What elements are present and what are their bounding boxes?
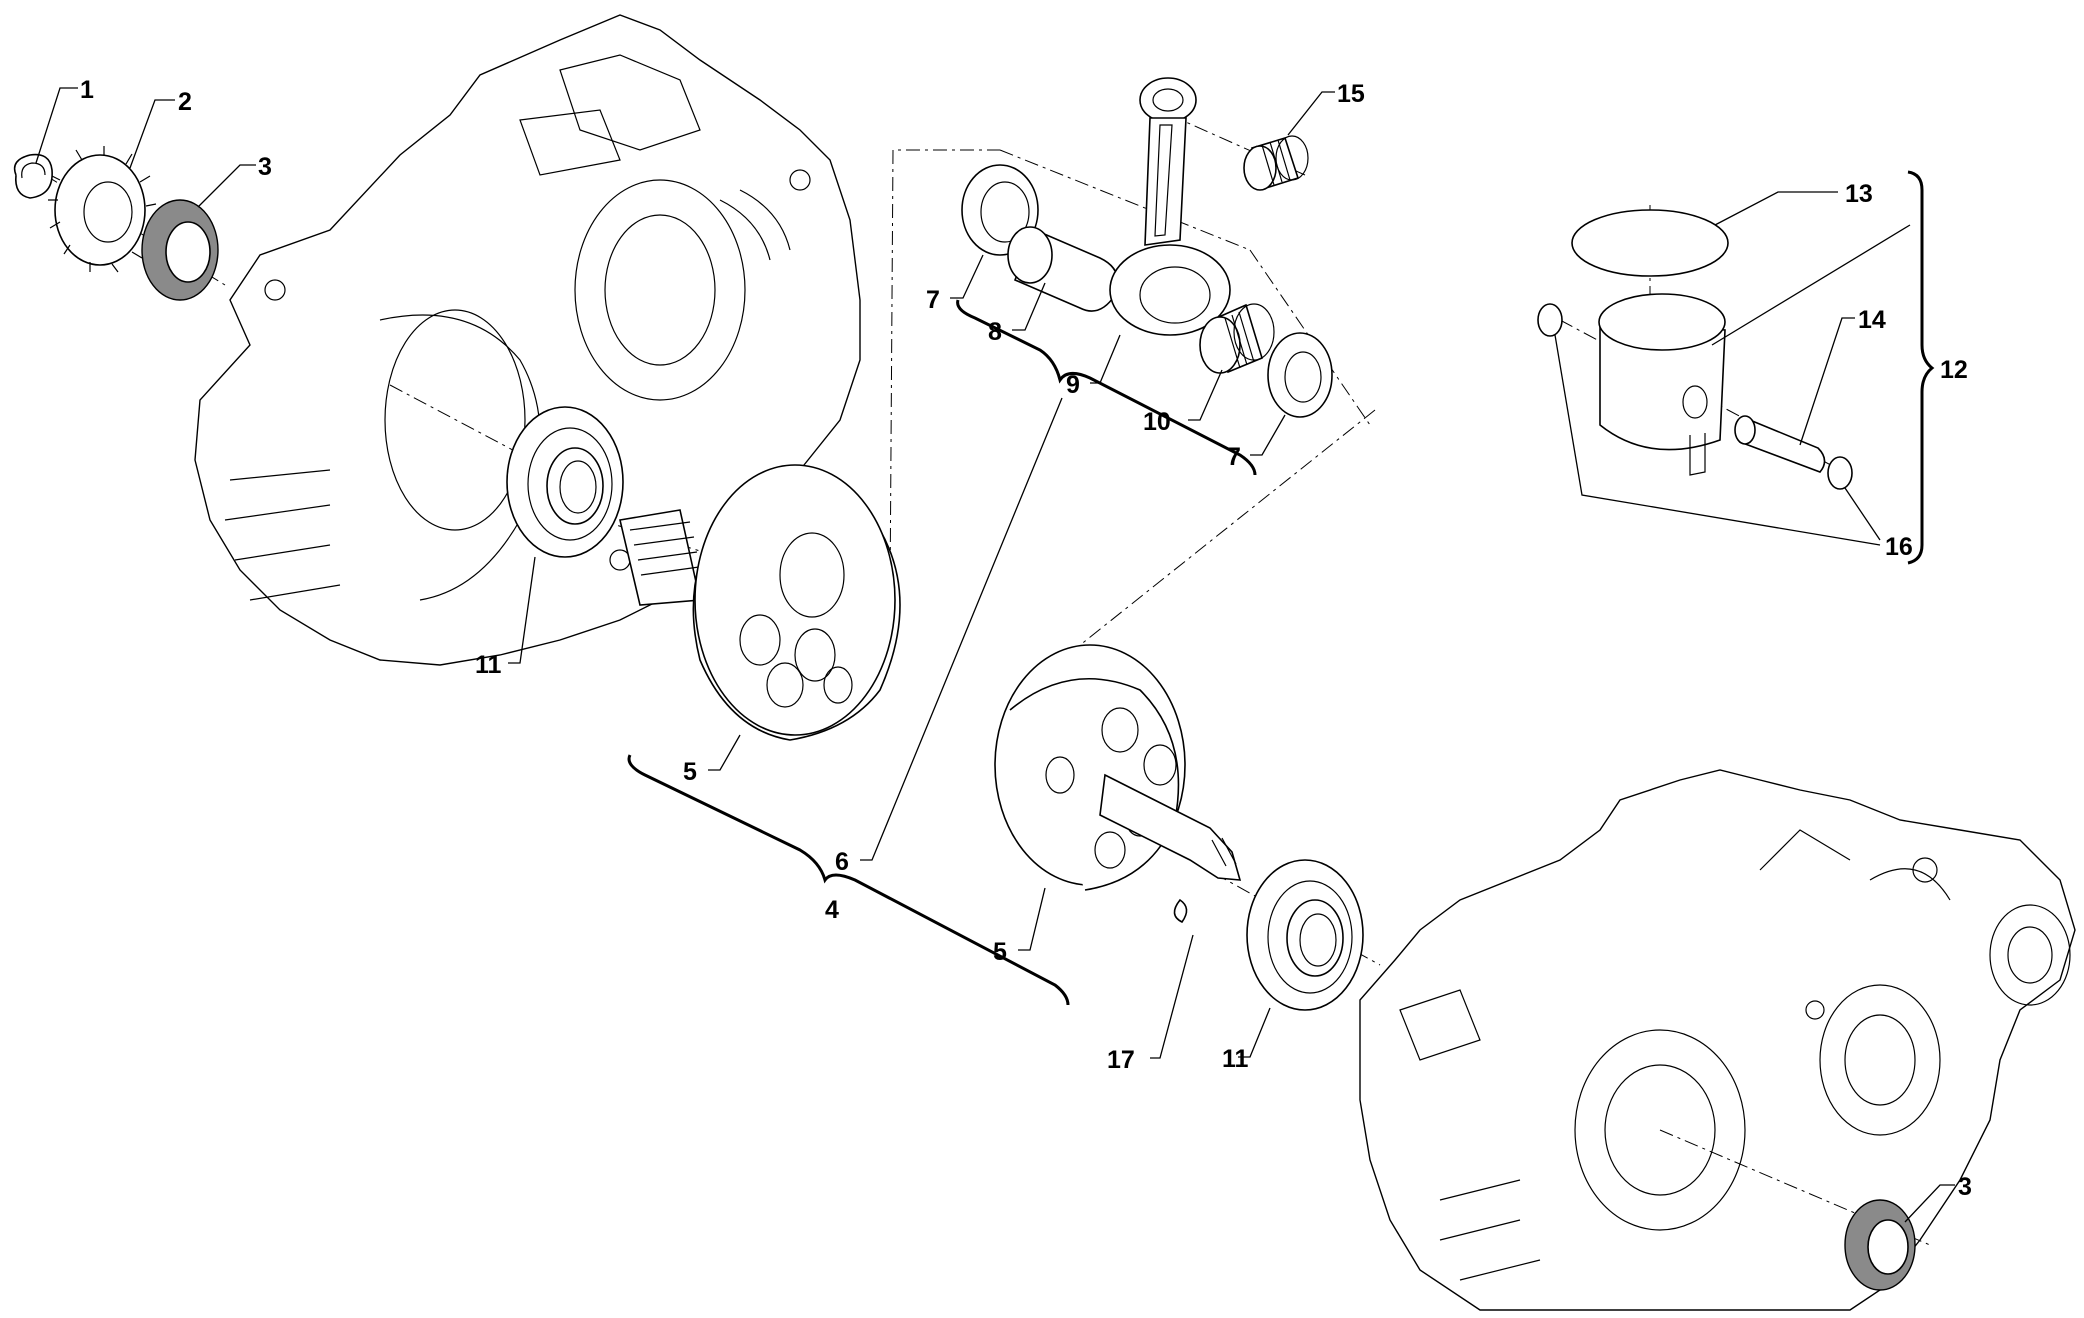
crank-pin-part-8 <box>1007 226 1119 312</box>
callout-14: 14 <box>1858 306 1886 334</box>
callout-16: 16 <box>1885 533 1913 561</box>
left-crankcase-half <box>194 14 861 666</box>
circlips-part-16 <box>1537 303 1853 490</box>
needle-bearing-part-15 <box>1243 135 1309 191</box>
bearing-part-11-right <box>1246 859 1364 1011</box>
piston-pin-part-14 <box>1734 415 1826 473</box>
callout-9: 9 <box>1066 371 1080 399</box>
piston-part-13-body <box>1598 293 1726 476</box>
bearing-part-11-left <box>506 406 624 558</box>
thrust-washer-part-7-bottom <box>1267 332 1333 418</box>
oil-seal-part-3-right <box>1844 1199 1916 1291</box>
gear-part-2 <box>48 146 157 273</box>
callout-15: 15 <box>1337 80 1365 108</box>
crank-half-part-5-right <box>994 644 1242 891</box>
callout-8: 8 <box>988 318 1002 346</box>
callout-13: 13 <box>1845 180 1873 208</box>
right-crankcase-half <box>1359 769 2076 1311</box>
callout-17: 17 <box>1107 1046 1135 1074</box>
connecting-rod-part-9 <box>1109 77 1231 336</box>
callout-5-right: 5 <box>993 938 1007 966</box>
callout-3-right: 3 <box>1958 1173 1972 1201</box>
callout-11-left: 11 <box>475 651 502 679</box>
leader-lines <box>35 87 1955 1223</box>
oil-seal-part-3-left <box>141 199 219 301</box>
callout-2: 2 <box>178 88 192 116</box>
callout-12: 12 <box>1940 356 1968 384</box>
needle-bearing-part-10 <box>1199 303 1275 374</box>
callout-11-right: 11 <box>1222 1045 1249 1073</box>
callout-4: 4 <box>825 896 839 924</box>
crank-half-part-5-left <box>619 464 901 741</box>
callout-3-left: 3 <box>258 153 272 181</box>
woodruff-key-part-17 <box>1173 898 1188 924</box>
callout-5-left: 5 <box>683 758 697 786</box>
piston-ring-part-13 <box>1571 209 1729 277</box>
callout-1: 1 <box>80 76 94 104</box>
callout-labels: 1 2 3 7 8 9 10 7 15 11 5 6 4 5 17 11 13 … <box>80 76 1972 1201</box>
circlip-part-1 <box>13 153 53 199</box>
callout-10: 10 <box>1143 408 1171 436</box>
callout-7-top: 7 <box>926 286 940 314</box>
callout-6: 6 <box>835 848 849 876</box>
group-brackets <box>627 170 1935 1006</box>
callout-7-bottom: 7 <box>1227 443 1241 471</box>
